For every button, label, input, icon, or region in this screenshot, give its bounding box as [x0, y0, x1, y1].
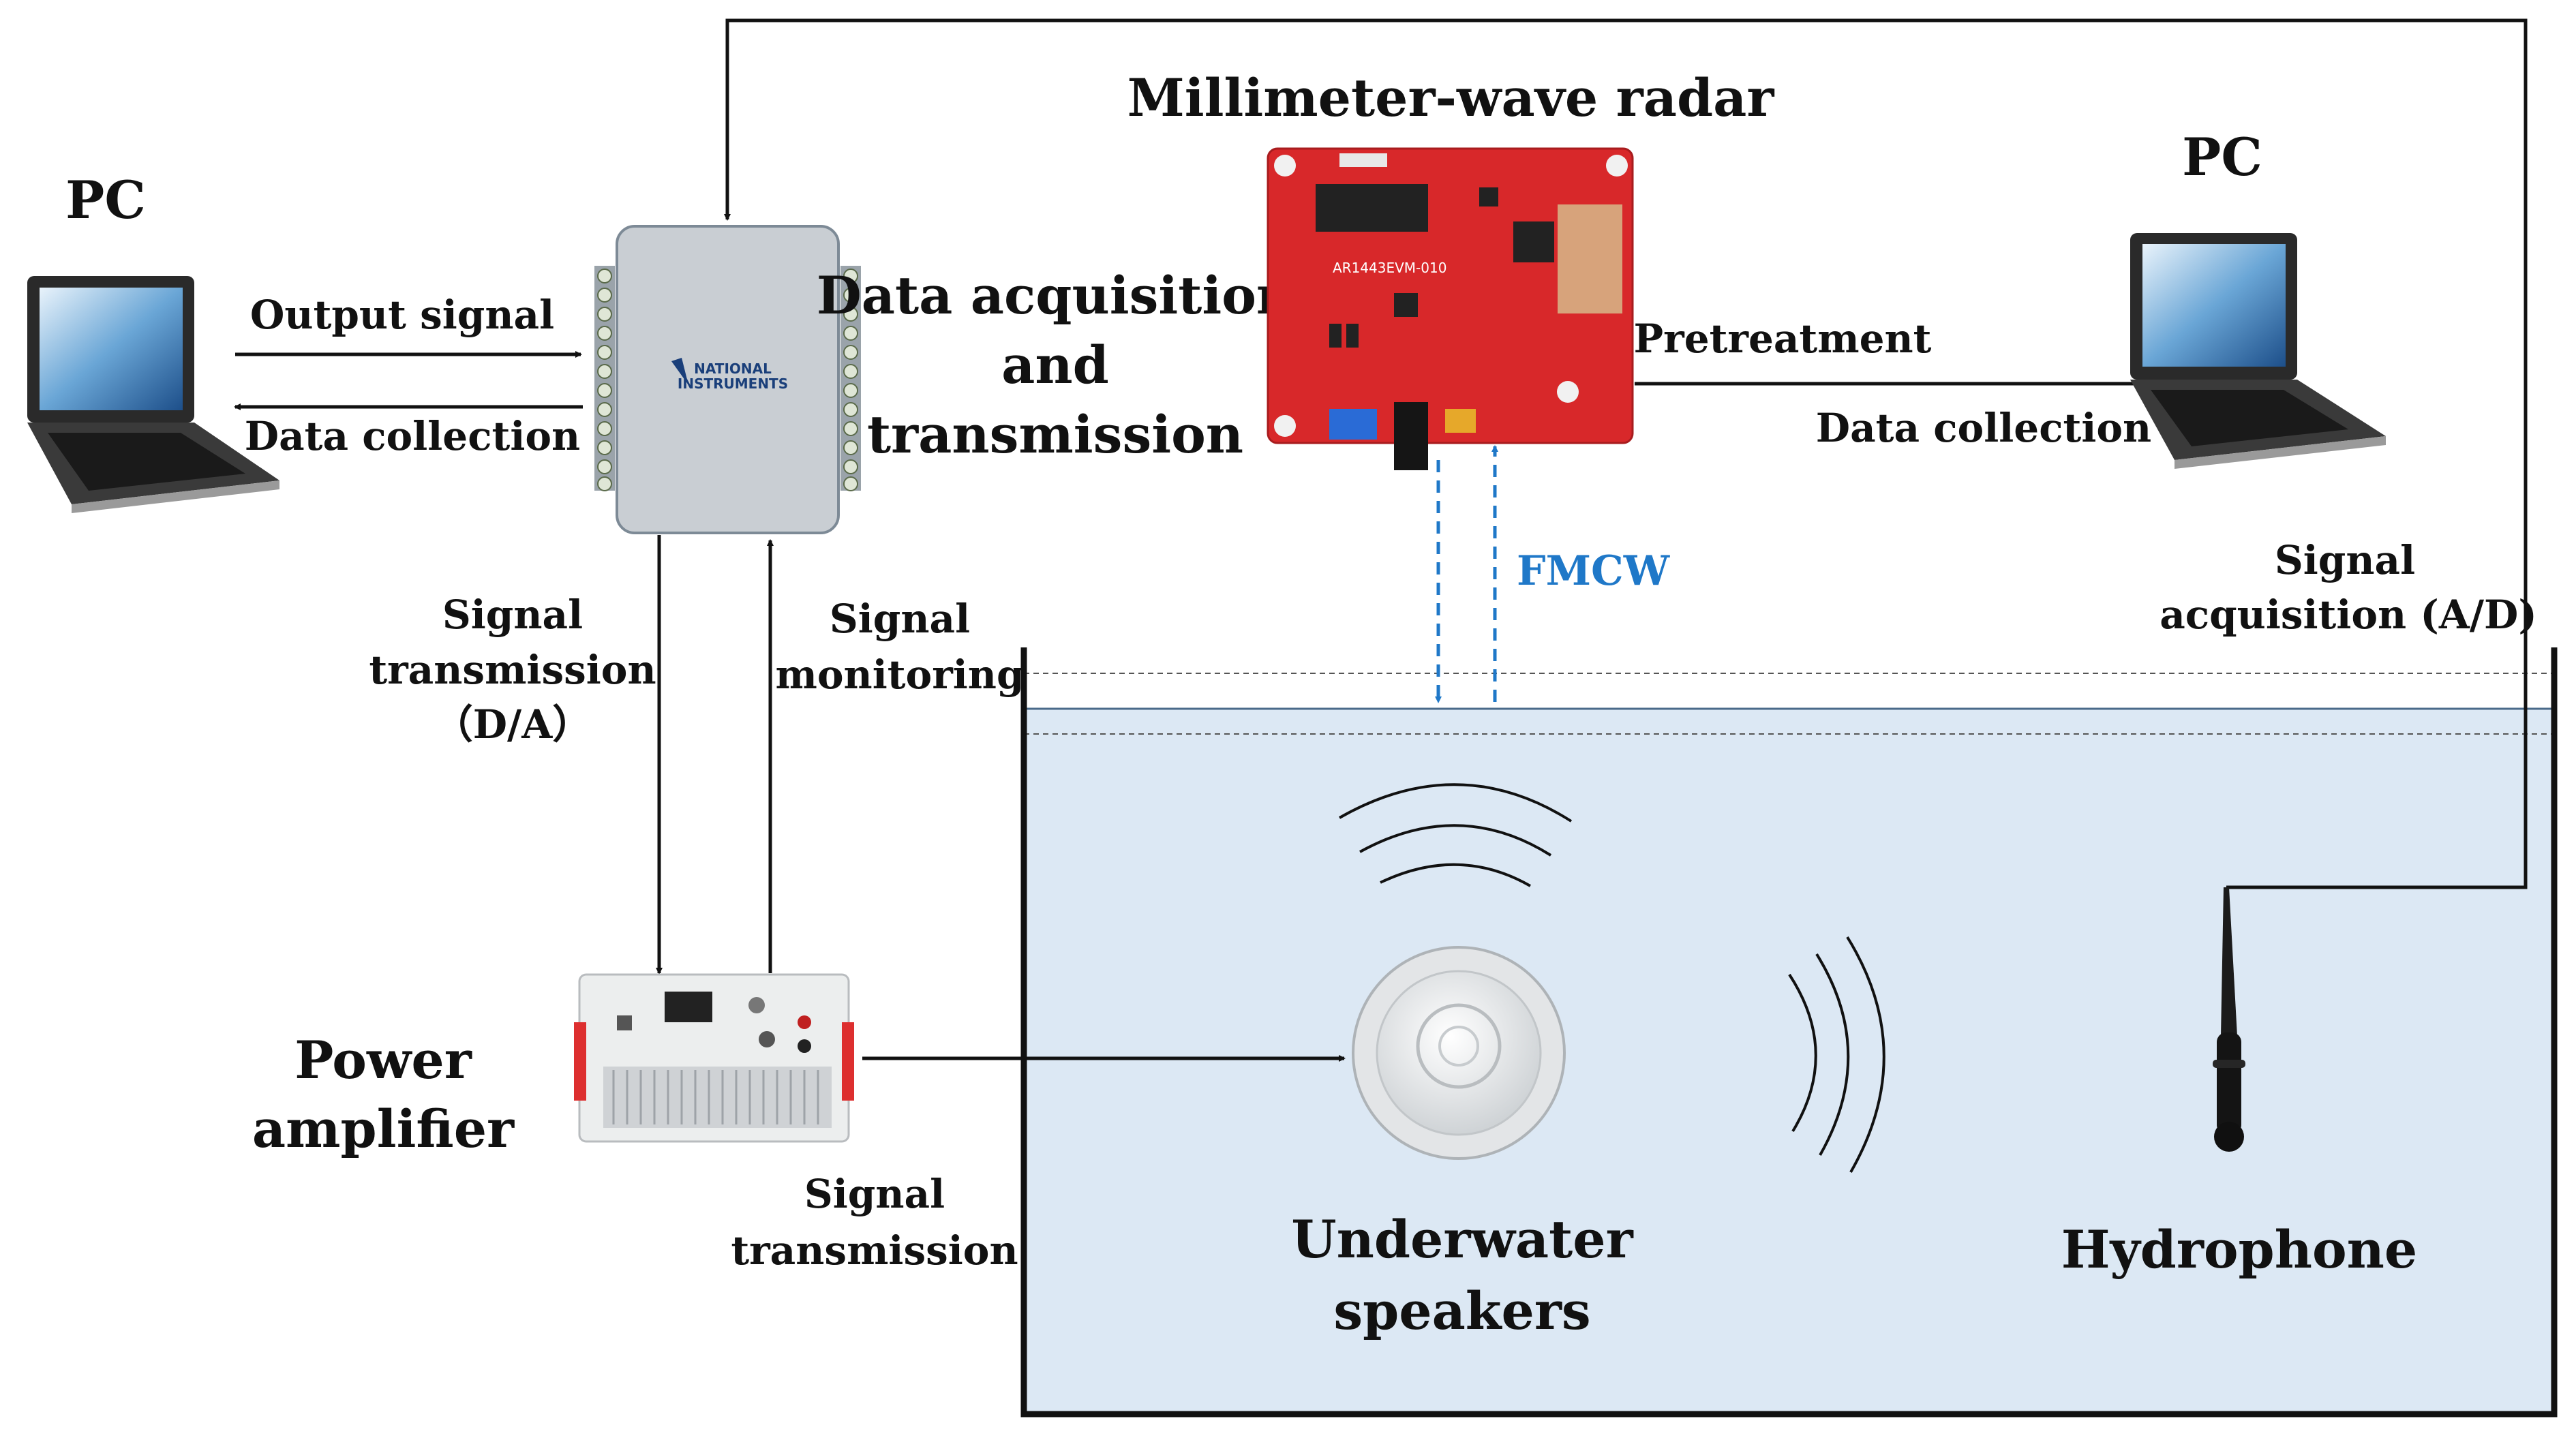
sound-waves-up-icon: [1339, 783, 1573, 887]
power-amplifier-line1: Power: [294, 1030, 472, 1090]
signal-monitoring-line1: Signal: [830, 596, 970, 642]
radar-board-id: AR1443EVM-010: [1333, 260, 1446, 276]
pc-left-label: PC: [65, 170, 146, 230]
signal-transmission-line1: Signal: [804, 1171, 945, 1217]
daq-label-line2: and: [1001, 335, 1109, 395]
hydrophone-device: [2213, 887, 2245, 1152]
underwater-speaker: [1352, 946, 1566, 1160]
output-signal-label: Output signal: [250, 292, 554, 338]
water-body: [1024, 709, 2554, 1414]
signal-acquisition-line2: acquisition (A/D): [2160, 592, 2537, 638]
speaker-label-line1: Underwater: [1291, 1209, 1633, 1270]
hydrophone-label: Hydrophone: [2061, 1219, 2418, 1280]
data-collection-right-label: Data collection: [1816, 405, 2151, 451]
radar-board: AR1443EVM-010: [1267, 147, 1634, 470]
signal-monitoring-line2: monitoring: [775, 652, 1024, 698]
fmcw-label: FMCW: [1517, 547, 1671, 595]
signal-transmission-da-line1: Signal: [442, 592, 583, 638]
hydrophone-feedback-line: [724, 18, 2528, 889]
data-collection-left-label: Data collection: [245, 413, 580, 459]
power-amplifier-line2: amplifier: [252, 1099, 515, 1159]
daq-device: NATIONAL INSTRUMENTS: [594, 225, 861, 534]
power-amplifier-device: [574, 973, 854, 1143]
pc-right: PC: [2130, 127, 2386, 469]
laptop-left-icon: [27, 276, 279, 513]
pc-right-label: PC: [2182, 127, 2262, 187]
signal-transmission-da-line2: transmission: [369, 647, 656, 693]
ni-logo-line2: INSTRUMENTS: [678, 376, 788, 392]
daq-label-line3: transmission: [867, 404, 1243, 465]
ni-logo-line1: NATIONAL: [694, 361, 772, 377]
pretreatment-label: Pretreatment: [1634, 316, 1932, 362]
signal-transmission-da-line3: （D/A）: [434, 701, 592, 748]
signal-acquisition-line1: Signal: [2275, 537, 2415, 583]
laptop-right-icon: [2130, 233, 2386, 469]
pc-left: PC: [27, 170, 279, 513]
ni-logo-icon: [671, 358, 688, 385]
signal-transmission-line2: transmission: [731, 1227, 1018, 1274]
tank-walls: [1020, 647, 2558, 1418]
sound-waves-right-icon: [1788, 936, 1885, 1173]
speaker-label-line2: speakers: [1333, 1281, 1590, 1341]
water-tank: [1020, 647, 2558, 1418]
daq-label-line1: Data acquisition: [817, 265, 1294, 326]
radar-title: Millimeter-wave radar: [1127, 67, 1775, 128]
